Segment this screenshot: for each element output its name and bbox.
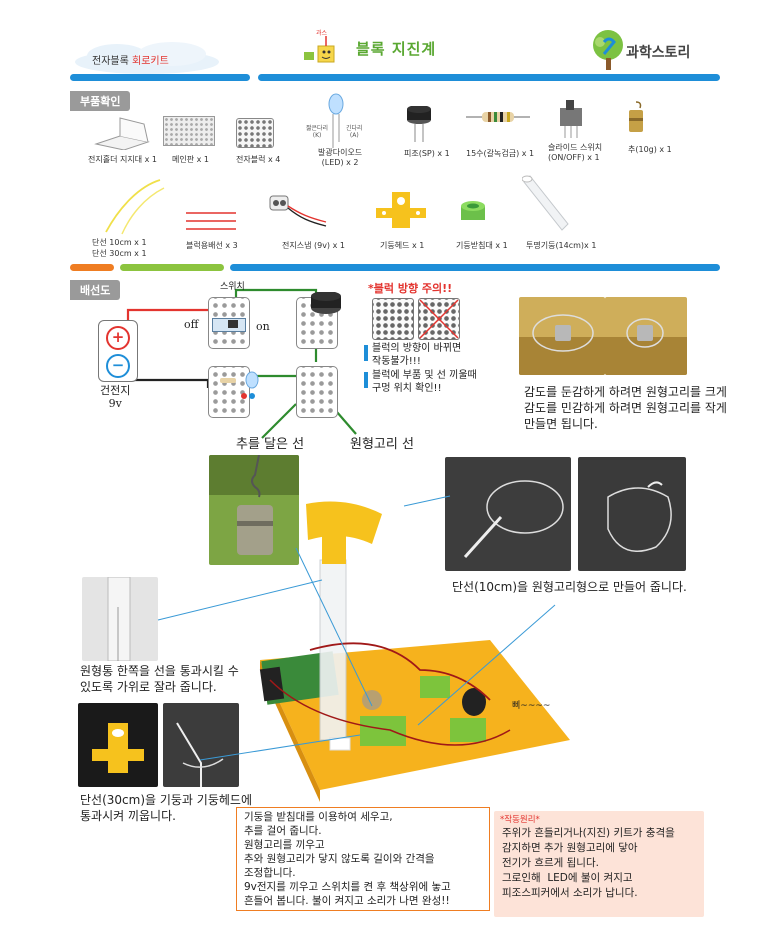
part-label-single-wire: 단선 10cm x 1 단선 30cm x 1 [92, 238, 147, 258]
part-label-main-board: 메인판 x 1 [172, 155, 209, 164]
sound-effect-label: 삐~~~~ [512, 701, 551, 711]
page-title: 블록 지진계 [356, 40, 437, 58]
part-label-resistor: 15수(갈녹검금) x 1 [466, 149, 535, 158]
cut-pillar-photo [82, 577, 158, 661]
battery-snap-icon [269, 195, 327, 227]
block-wire-icon [186, 212, 236, 230]
head-wire-photo-2 [163, 703, 239, 787]
section-wiring-title: 배선도 [70, 280, 121, 300]
slide-switch-knob [228, 320, 238, 328]
seismograph-logo-mark: 과스 [300, 28, 348, 66]
header-cloud [75, 42, 219, 74]
weight-hook-photo [209, 455, 299, 565]
part-label-battery-holder: 전지홀더 지지대 x 1 [88, 155, 157, 164]
single-wire-icon [105, 179, 165, 235]
pillar-base-icon [461, 201, 485, 220]
part-label-pillar-base: 기둥받침대 x 1 [456, 241, 508, 250]
warning-note-hole-position: 블럭에 부품 및 선 끼울때 구멍 위치 확인!! [372, 370, 477, 394]
switch-on-label: on [256, 320, 270, 333]
switch-label: 스위치 [220, 282, 245, 292]
resistor-icon [466, 112, 530, 122]
piezo-on-block-icon [311, 292, 341, 314]
part-label-weight: 추(10g) x 1 [628, 145, 672, 154]
warning-note-orientation: 블럭의 방향이 바뀌면 작동불가!!! [372, 343, 462, 367]
ring-large-photo [519, 297, 605, 375]
clear-pillar-icon [522, 175, 569, 231]
ring-wire-label: 원형고리 선 [350, 437, 414, 452]
warning-bullet-1-icon [364, 345, 368, 361]
brand-tree-icon [593, 30, 623, 70]
led-resistor-block [208, 366, 250, 418]
connector-block [296, 366, 338, 418]
warning-title: *블럭 방향 주의!! [368, 282, 453, 295]
head-wire-photo-1 [78, 703, 158, 787]
part-label-clear-pillar: 투명기둥(14cm)x 1 [526, 241, 597, 250]
part-label-piezo: 피조(SP) x 1 [404, 149, 450, 158]
switch-off-label: off [184, 318, 199, 331]
electronic-block-icon [236, 118, 274, 148]
ring-small-photo [605, 297, 687, 375]
battery-minus-icon: − [106, 354, 130, 378]
warning-bullet-2-icon [364, 372, 368, 388]
ring-wire-photo-1 [445, 457, 571, 571]
pillar-head-icon [376, 192, 426, 228]
cut-step-note: 원형통 한쪽을 선을 통과시킬 수 있도록 가위로 잘라 줍니다. [80, 664, 239, 694]
battery-plus-icon: + [106, 326, 130, 350]
assembly-instructions-box [236, 807, 490, 911]
header-bar-right [258, 74, 720, 81]
part-label-led: 발광다이오드 (LED) x 2 [318, 148, 363, 167]
kit-type-label: 전자블록 회로키트 [92, 56, 169, 67]
weight-wire-label: 추를 달은 선 [236, 437, 305, 452]
piezo-speaker-icon [407, 106, 431, 142]
brand-name: 과학스토리 [626, 45, 691, 61]
battery-holder-stand-icon [94, 117, 150, 150]
ring-wire-photo-2 [578, 457, 686, 571]
principle-text: 주위가 흔들리거나(지진) 키트가 충격을 감지하면 추가 원형고리에 닿아 전… [502, 827, 675, 899]
led-short-leg-label: 짧은다리 (K) [306, 125, 329, 139]
weight-icon [629, 101, 643, 132]
sensitivity-note: 감도를 둔감하게 하려면 원형고리를 크게 감도를 민감하게 하려면 원형고리를… [524, 385, 727, 431]
divider-blue [230, 264, 720, 271]
part-label-battery-snap: 전지스냅 (9v) x 1 [282, 241, 345, 250]
battery-label: 건전지 9v [100, 384, 131, 410]
led-icon [328, 93, 344, 148]
part-label-slide-switch: 슬라이드 스위치 (ON/OFF) x 1 [548, 143, 603, 162]
divider-orange [70, 264, 114, 271]
part-label-pillar-head: 기둥헤드 x 1 [380, 241, 425, 250]
head-step-note: 단선(30cm)을 기둥과 기둥헤드에 통과시켜 끼웁니다. [80, 793, 252, 823]
part-label-block-wire: 블럭용배선 x 3 [186, 241, 238, 250]
assembly-instructions-text: 기둥을 받침대를 이용하여 세우고, 추를 걸어 줍니다. 원형고리를 끼우고 … [244, 811, 451, 907]
principle-title: *작동원리* [500, 815, 540, 825]
assembled-seismograph-photo [259, 501, 570, 802]
slide-switch-icon [560, 100, 582, 138]
header-bar-left [70, 74, 250, 81]
block-orientation-correct [372, 298, 414, 340]
wrong-orientation-x-icon [419, 299, 459, 339]
main-board-icon [163, 116, 215, 146]
led-long-leg-label: 긴다리 (A) [346, 125, 363, 139]
ring-step-note: 단선(10cm)을 원형고리형으로 만들어 줍니다. [452, 580, 687, 594]
principle-box [494, 811, 704, 917]
led-resistor-on-block-icon [220, 371, 259, 399]
section-parts-title: 부품확인 [70, 91, 131, 111]
part-label-electronic-block: 전자블럭 x 4 [236, 155, 281, 164]
divider-green [120, 264, 224, 271]
